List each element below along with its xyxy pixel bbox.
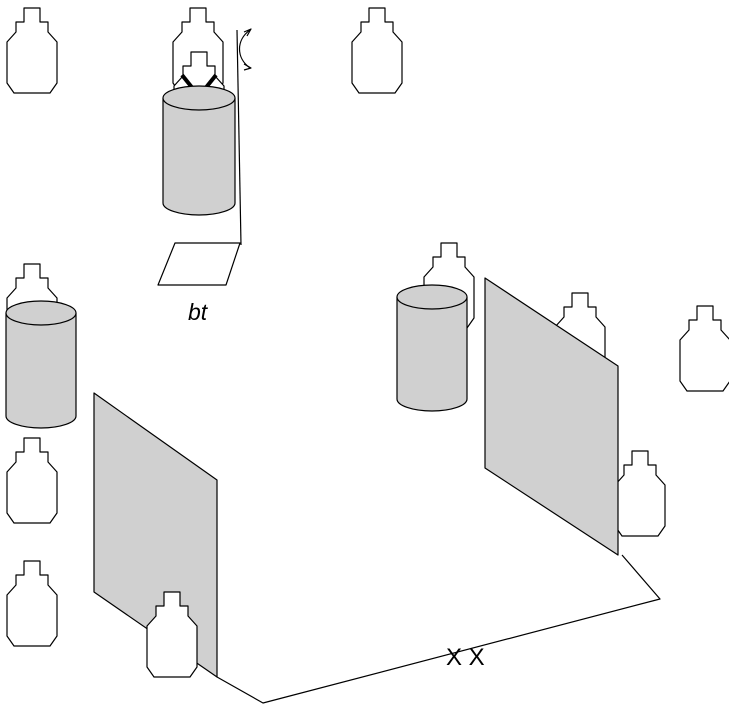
distance-label: X X bbox=[446, 644, 485, 671]
target-silhouette bbox=[6, 560, 58, 647]
target-silhouette bbox=[351, 7, 403, 94]
target-silhouette bbox=[6, 7, 58, 94]
barrel bbox=[162, 85, 236, 216]
rotation-arrow-icon bbox=[238, 28, 252, 71]
barrel bbox=[5, 300, 77, 429]
target-silhouette bbox=[6, 437, 58, 524]
range-floor-lines bbox=[216, 554, 661, 704]
target-silhouette bbox=[679, 305, 729, 392]
barricade-label: bt bbox=[188, 299, 209, 325]
barricade-wall bbox=[484, 277, 619, 556]
barricade-post bbox=[157, 29, 242, 286]
target-silhouette bbox=[614, 450, 666, 537]
barrel bbox=[396, 284, 468, 412]
